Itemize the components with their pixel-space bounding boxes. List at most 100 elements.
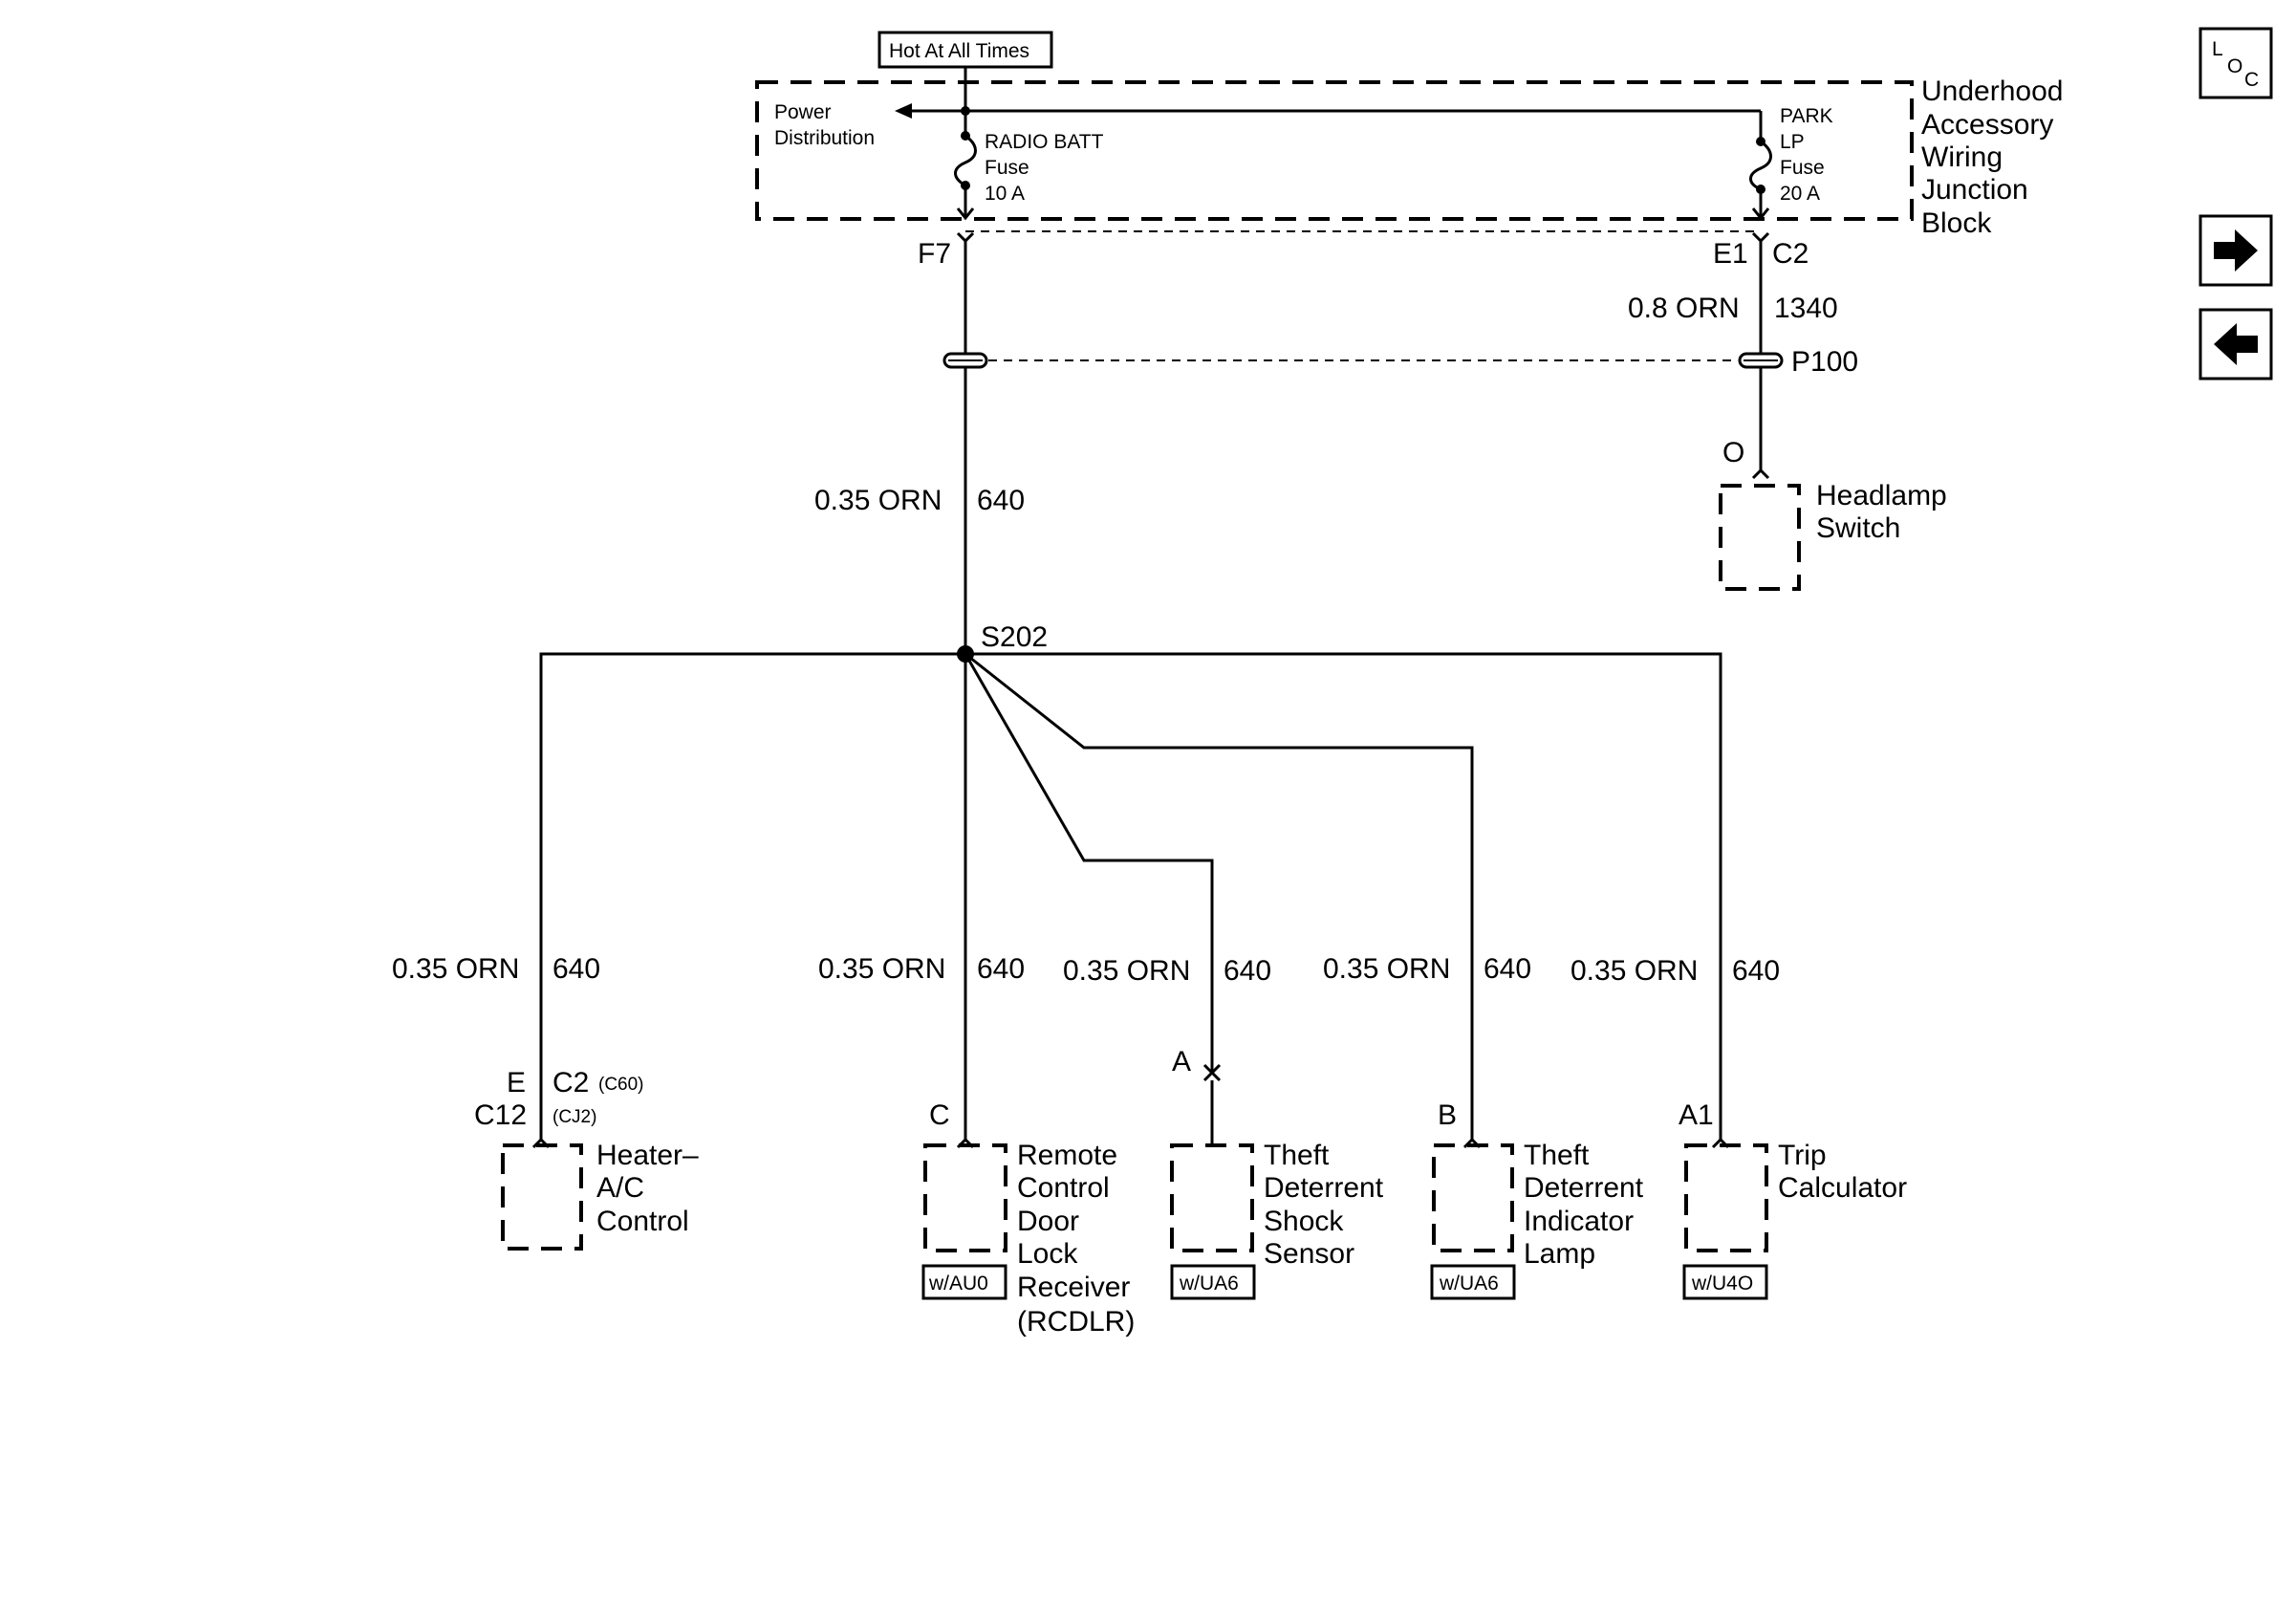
park-fuse-icon [1749,140,1772,191]
shock-sensor-box [1170,1143,1254,1252]
junction-block-name-4: Junction [1921,174,2028,206]
radio-fuse-terminal-icon [956,207,975,221]
rcdlr-name-5: Receiver [1017,1272,1130,1303]
branch-wire-trip [965,652,1722,1140]
lamp-name-2: Deterrent [1524,1172,1644,1204]
trip-pin: A1 [1679,1099,1714,1131]
branch-wire-shock [964,653,1214,1073]
main-wire-gauge: 0.35 ORN [814,485,942,516]
arrow-left-icon [2214,323,2258,365]
park-fuse-name-2: LP [1780,131,1805,153]
heater-name-2: A/C [596,1172,644,1204]
rcdlr-option-box [921,1264,1007,1300]
radio-fuse-icon [954,134,977,187]
rcdlr-box [923,1143,1007,1252]
lamp-option-box [1430,1264,1516,1300]
headlamp-pin-label: O [1722,437,1744,468]
heater-name-3: Control [596,1206,689,1237]
trip-option-box [1682,1264,1768,1300]
branch-lamp-gauge: 0.35 ORN [1323,953,1450,985]
lamp-pin: B [1438,1099,1457,1131]
headlamp-switch-name-2: Switch [1816,512,1900,544]
rcdlr-name-2: Control [1017,1172,1110,1204]
terminal-c2-label: C2 [1772,238,1809,270]
park-wire-number: 1340 [1774,293,1838,324]
headlamp-switch-box [1719,484,1801,591]
junction-block-outline [755,80,1914,221]
terminal-e1-icon [1751,231,1770,244]
branch-trip-gauge: 0.35 ORN [1570,955,1698,987]
shock-option-box [1170,1264,1256,1300]
heater-pin-c12: C12 [474,1099,527,1131]
power-distribution-label-1: Power [774,101,832,123]
branch-shock-gauge: 0.35 ORN [1063,955,1190,987]
power-distribution-label-2: Distribution [774,127,875,149]
lamp-box [1432,1143,1514,1252]
lamp-option-label: w/UA6 [1439,1273,1499,1295]
inline-connector-label: P100 [1791,346,1858,378]
rcdlr-pin: C [929,1099,950,1131]
loc-letter-l: L [2212,38,2223,60]
rcdlr-name-4: Lock [1017,1238,1078,1270]
heater-conn-c2: C2 [552,1067,589,1099]
radio-fuse-name: RADIO BATT [985,131,1104,153]
rcdlr-name-1: Remote [1017,1140,1117,1171]
branch-rcdlr-gauge: 0.35 ORN [818,953,945,985]
heater-note-cj2: (CJ2) [552,1107,596,1127]
shock-terminal-icon-2 [1202,1070,1222,1082]
radio-fuse-type: Fuse [985,157,1029,179]
headlamp-switch-name-1: Headlamp [1816,480,1947,511]
park-fuse-terminal-icon [1751,207,1770,221]
loc-letter-c: C [2244,69,2259,91]
loc-button[interactable]: L O C [2199,27,2273,99]
hot-label: Hot At All Times [889,40,1029,62]
headlamp-terminal-icon [1751,468,1770,480]
terminal-e1-label: E1 [1713,238,1748,270]
trip-option-label: w/U4O [1691,1273,1753,1295]
terminal-f7-icon [956,231,975,244]
inline-connector-left-icon [942,352,988,369]
trip-name-2: Calculator [1778,1172,1907,1204]
arrow-right-icon [2214,229,2258,272]
lamp-name-1: Theft [1524,1140,1590,1171]
radio-fuse-rating: 10 A [985,183,1025,205]
shock-pin: A [1172,1046,1191,1077]
power-distribution-arrow-icon [895,103,912,119]
inline-connector-right-icon [1738,352,1784,369]
branch-heater-gauge: 0.35 ORN [392,953,519,985]
branch-lamp-number: 640 [1484,953,1531,985]
shock-name-1: Theft [1264,1140,1330,1171]
rcdlr-name-3: Door [1017,1206,1079,1237]
lamp-name-3: Indicator [1524,1206,1634,1237]
junction-block-name-5: Block [1921,207,1992,239]
park-fuse-type: Fuse [1780,157,1825,179]
junction-block-name-2: Accessory [1921,109,2053,141]
park-fuse-name-1: PARK [1780,105,1833,127]
rcdlr-option-label: w/AU0 [928,1273,988,1295]
next-page-button[interactable] [2199,214,2273,287]
shock-name-2: Deterrent [1264,1172,1384,1204]
branch-trip-number: 640 [1732,955,1780,987]
shock-option-label: w/UA6 [1179,1273,1239,1295]
terminal-f7-label: F7 [918,238,951,270]
heater-name-1: Heater– [596,1140,699,1171]
branch-wire-heater [539,652,965,1140]
park-wire-gauge: 0.8 ORN [1628,293,1740,324]
branch-shock-number: 640 [1224,955,1271,987]
heater-ac-control-box [501,1143,583,1251]
branch-wire-lamp [964,652,1474,1140]
heater-pin-e: E [507,1067,526,1099]
rcdlr-name-6: (RCDLR) [1017,1306,1135,1338]
trip-name-1: Trip [1778,1140,1827,1171]
junction-block-name-1: Underhood [1921,76,2063,107]
previous-page-button[interactable] [2199,308,2273,381]
branch-heater-number: 640 [552,953,600,985]
park-fuse-rating: 20 A [1780,183,1820,205]
splice-s202-label: S202 [981,621,1048,653]
loc-letter-o: O [2227,55,2242,77]
trip-calculator-box [1684,1143,1768,1252]
heater-note-c60: (C60) [598,1075,644,1095]
main-wire-number: 640 [977,485,1025,516]
shock-name-4: Sensor [1264,1238,1354,1270]
